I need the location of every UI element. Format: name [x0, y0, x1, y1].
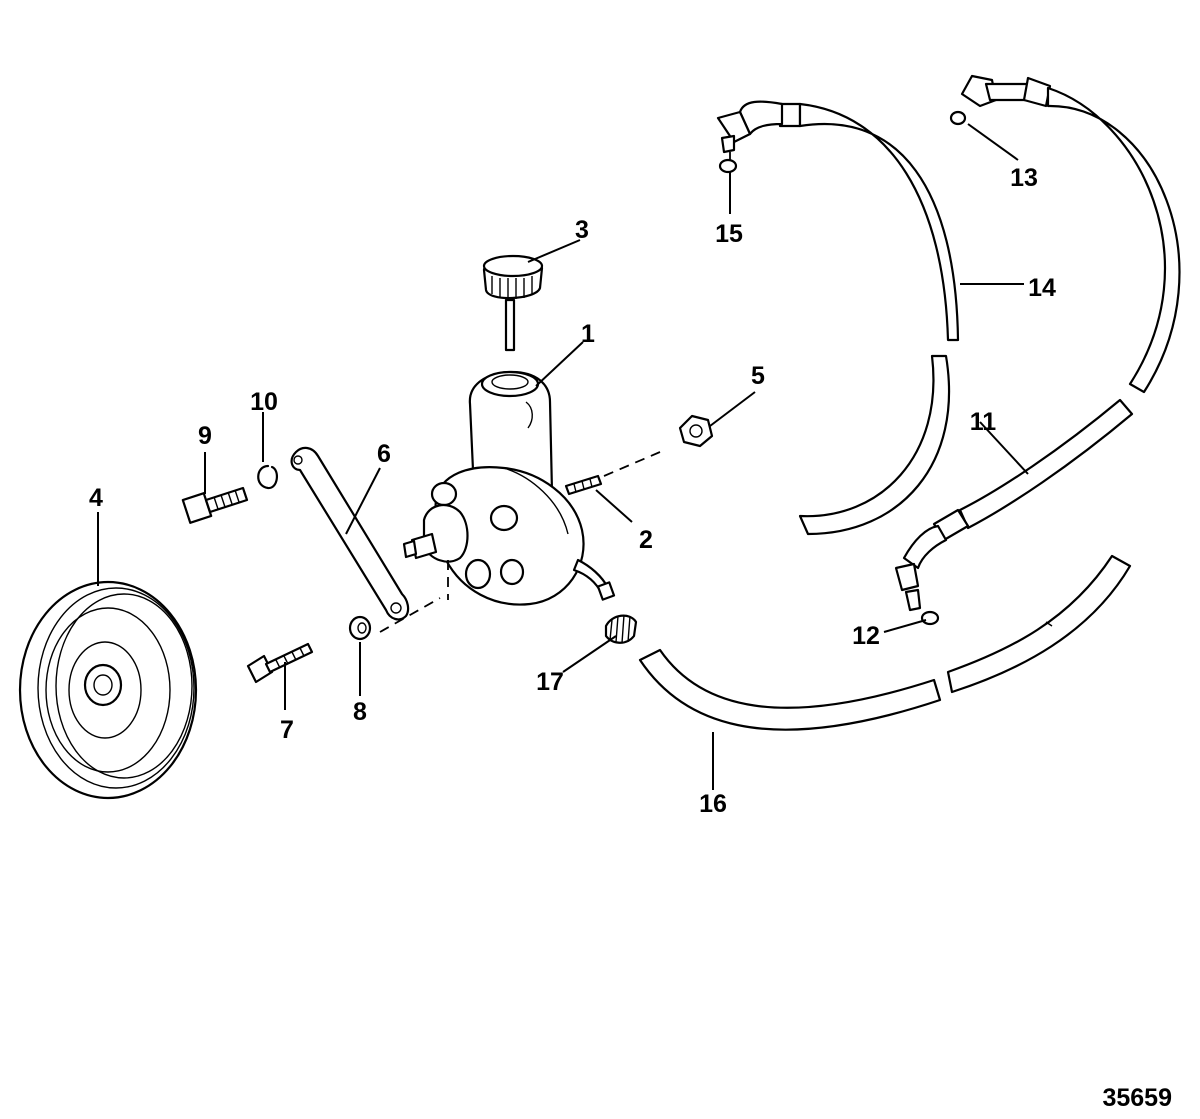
callout-3: 3 [575, 216, 589, 244]
callout-2: 2 [639, 526, 653, 554]
power-steering-pump [402, 370, 616, 606]
callout-8: 8 [353, 698, 367, 726]
hose-11 [894, 74, 1181, 612]
washer-12 [920, 610, 940, 626]
washer-13 [949, 110, 967, 126]
callout-6: 6 [377, 440, 391, 468]
callout-11: 11 [970, 408, 997, 436]
callout-1: 1 [581, 320, 595, 348]
nut-5 [678, 414, 714, 448]
callout-14: 14 [1028, 274, 1056, 302]
hose-14 [716, 100, 960, 536]
callout-15: 15 [715, 220, 743, 248]
callout-10: 10 [250, 388, 278, 416]
callouts: 1 2 3 4 5 6 7 8 9 10 11 12 13 14 15 16 1… [89, 164, 1056, 818]
callout-12: 12 [852, 622, 880, 650]
assembly-lines [379, 152, 731, 633]
callout-4: 4 [89, 484, 103, 512]
callout-7: 7 [280, 716, 294, 744]
leader-lines [97, 123, 1029, 790]
washer-15 [718, 158, 738, 174]
bracket [290, 446, 410, 621]
bolt-9 [181, 486, 249, 524]
callout-5: 5 [751, 362, 765, 390]
hose-16 [638, 554, 1132, 731]
bolt-7 [246, 642, 314, 684]
callout-9: 9 [198, 422, 212, 450]
lockwasher-10 [257, 464, 278, 490]
callout-16: 16 [699, 790, 727, 818]
pulley [18, 580, 198, 800]
callout-17: 17 [536, 668, 564, 696]
dipstick-cap [482, 254, 544, 352]
washer-8 [348, 615, 372, 641]
callout-13: 13 [1010, 164, 1038, 192]
drawing-number: 35659 [1102, 1084, 1172, 1112]
